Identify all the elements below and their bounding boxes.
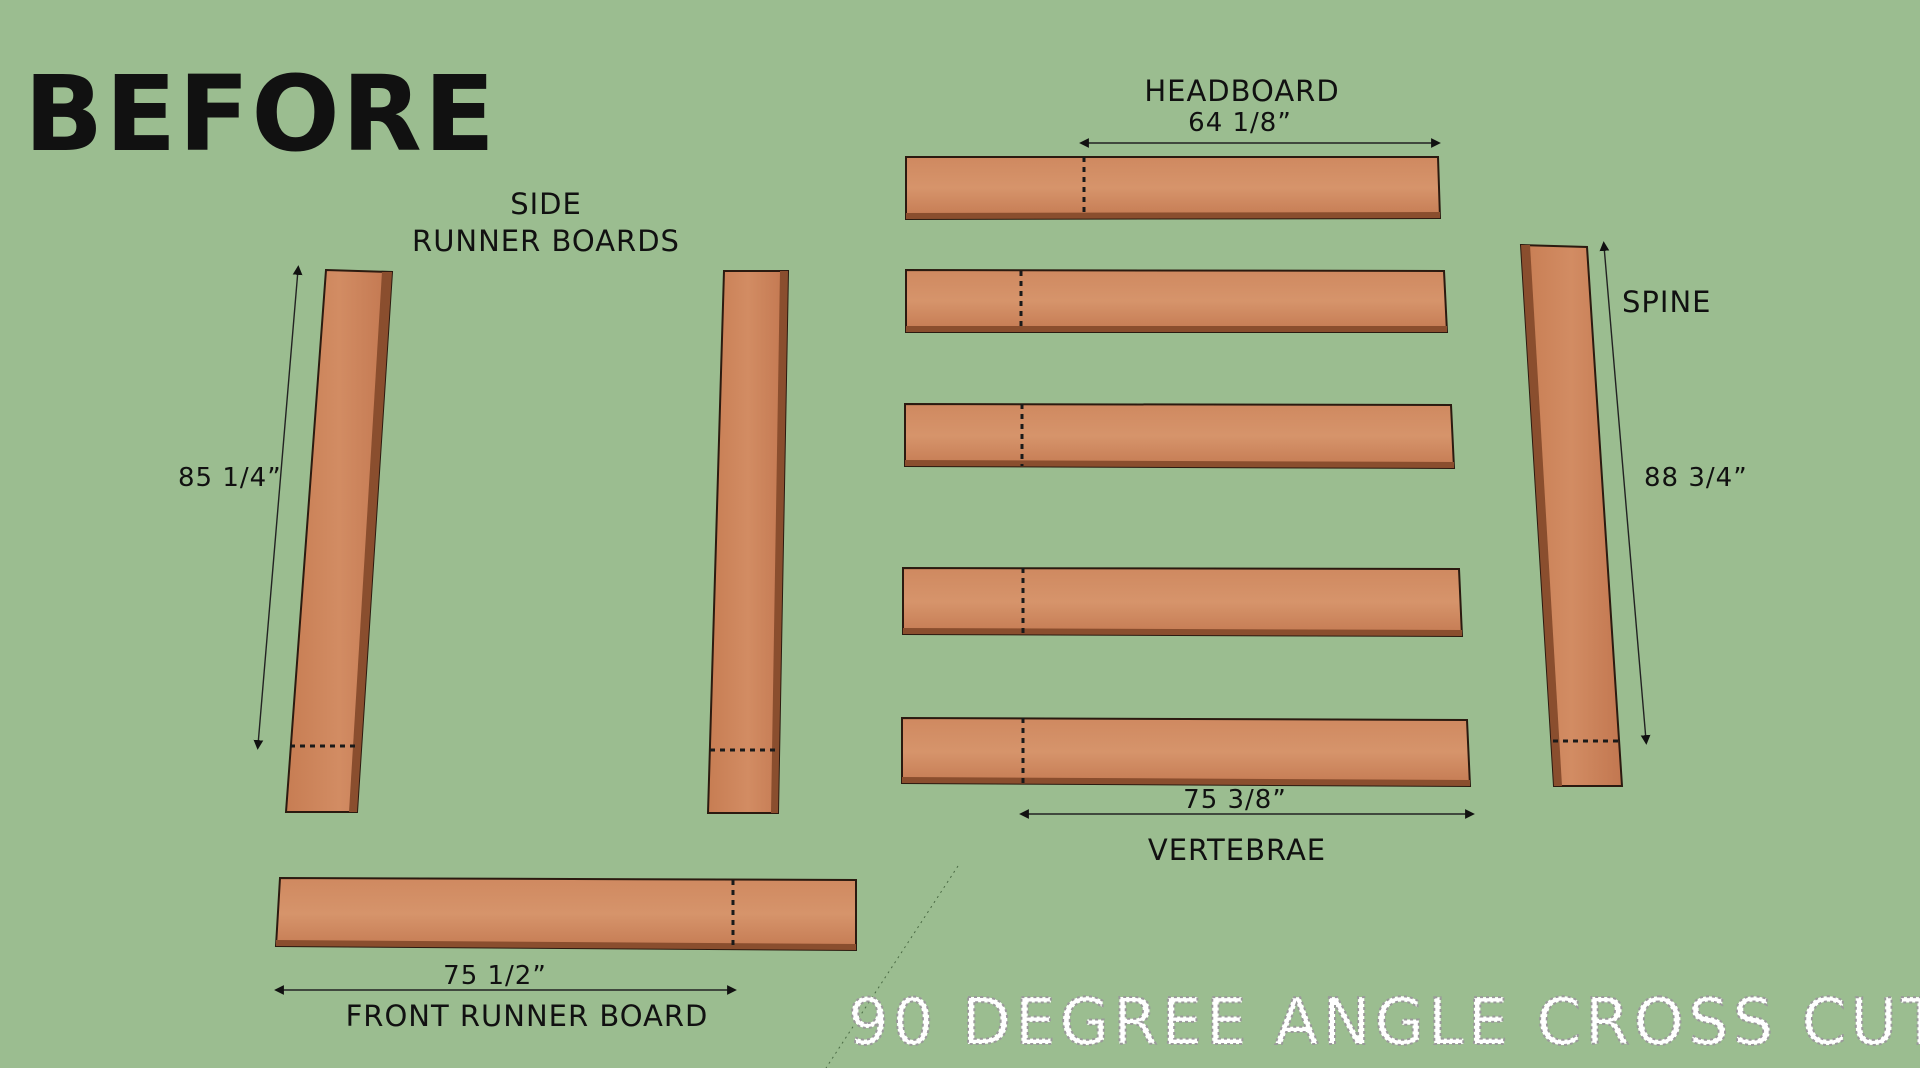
- headboard-label: HEADBOARD: [1144, 74, 1339, 108]
- vertebrae-board-2: [904, 402, 1456, 470]
- vertebrae-board-4: [901, 716, 1472, 788]
- side-dimension-label: 85 1/4”: [178, 463, 282, 493]
- decorative-diagonal: [825, 865, 959, 1068]
- spine-board: [1519, 243, 1624, 787]
- vertebrae-board-3: [902, 566, 1464, 638]
- headboard-dimension-label: 64 1/8”: [1188, 108, 1292, 138]
- vertebrae-board-1: [905, 268, 1449, 333]
- side-runner-board-right: [706, 270, 790, 814]
- front-runner-label: FRONT RUNNER BOARD: [346, 999, 709, 1033]
- title: BEFORE: [24, 53, 497, 175]
- vertebrae-dimension-label: 75 3/8”: [1183, 785, 1287, 815]
- vertebrae-label: VERTEBRAE: [1148, 833, 1326, 867]
- side-runner-board-left: [284, 268, 394, 813]
- side-runner-label-line2: RUNNER BOARDS: [412, 224, 680, 258]
- headboard-board: [905, 156, 1442, 221]
- spine-dimension-line: [1599, 241, 1651, 745]
- spine-dimension-label: 88 3/4”: [1644, 463, 1748, 493]
- front-runner-board: [274, 876, 857, 952]
- side-runner-label-line1: SIDE: [510, 187, 582, 221]
- front-dimension-label: 75 1/2”: [443, 961, 547, 991]
- cross-cuts-caption: 90 DEGREE ANGLE CROSS CUTS: [848, 986, 1920, 1060]
- spine-label: SPINE: [1622, 285, 1711, 319]
- side-dimension-line: [253, 265, 303, 750]
